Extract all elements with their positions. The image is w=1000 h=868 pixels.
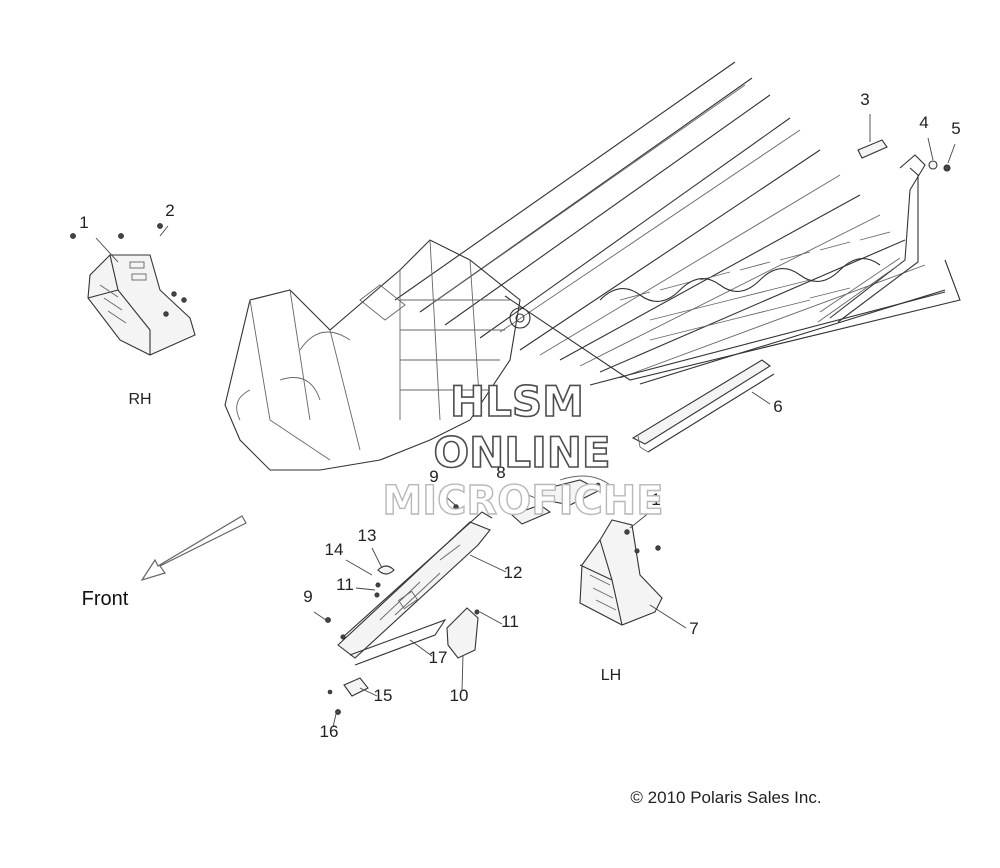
watermark-line-3: MICROFICHE <box>382 478 663 524</box>
chassis-tunnel <box>224 61 961 471</box>
leader-c14 <box>345 559 373 576</box>
leader-c1a <box>95 237 119 263</box>
callout-c1b: 1 <box>651 490 660 509</box>
callout-c9b: 9 <box>303 587 312 606</box>
rail-6 <box>631 359 775 453</box>
callout-c16: 16 <box>320 722 339 741</box>
callout-c12: 12 <box>504 563 523 582</box>
leader-c16 <box>332 713 337 728</box>
callout-c9a: 9 <box>429 467 438 486</box>
callout-c11b: 11 <box>501 612 519 631</box>
callout-c13: 13 <box>358 526 377 545</box>
callout-c1a: 1 <box>79 213 88 232</box>
front-arrow <box>140 515 247 582</box>
watermark-line-1: HLSM <box>450 377 584 426</box>
front-rail-assembly <box>325 504 493 666</box>
callout-c17: 17 <box>429 648 448 667</box>
leader-c5 <box>947 143 956 164</box>
leader-c9a <box>439 490 456 506</box>
lh-label: LH <box>601 667 621 684</box>
leader-c4 <box>927 137 934 161</box>
callout-c6: 6 <box>773 397 782 416</box>
watermark: HLSM ONLINE MICROFICHE <box>382 376 665 525</box>
callout-c14: 14 <box>325 540 344 559</box>
rear-brace <box>817 139 951 323</box>
callout-c10: 10 <box>450 686 469 705</box>
bracket-8 <box>510 475 611 525</box>
rh-label: RH <box>128 391 151 408</box>
leader-c1b <box>629 511 651 529</box>
leader-c12 <box>469 554 507 573</box>
front-label: Front <box>82 588 129 610</box>
callout-c7: 7 <box>689 619 698 638</box>
leader-c9b <box>313 611 327 621</box>
leader-c6 <box>751 391 771 405</box>
leader-c7 <box>649 604 687 629</box>
leader-c10 <box>461 654 464 691</box>
lh-side-guard <box>579 519 663 626</box>
watermark-line-2: ONLINE <box>433 428 610 477</box>
leader-c2 <box>159 225 169 237</box>
callout-c4: 4 <box>919 113 928 132</box>
callout-c8: 8 <box>496 463 505 482</box>
callout-c3: 3 <box>860 90 869 109</box>
copyright-notice: © 2010 Polaris Sales Inc. <box>630 788 821 807</box>
callout-c2: 2 <box>165 201 174 220</box>
leader-c13 <box>371 547 383 569</box>
rh-side-guard <box>70 223 196 356</box>
leader-c15 <box>359 687 378 697</box>
leader-c8 <box>506 485 541 501</box>
leader-c11a <box>355 587 376 591</box>
leader-c17 <box>409 639 433 657</box>
leader-lines <box>95 114 956 728</box>
callout-c15: 15 <box>374 686 393 705</box>
leader-c11b <box>479 611 503 625</box>
callout-c5: 5 <box>951 119 960 138</box>
callout-c11a: 11 <box>336 575 354 594</box>
